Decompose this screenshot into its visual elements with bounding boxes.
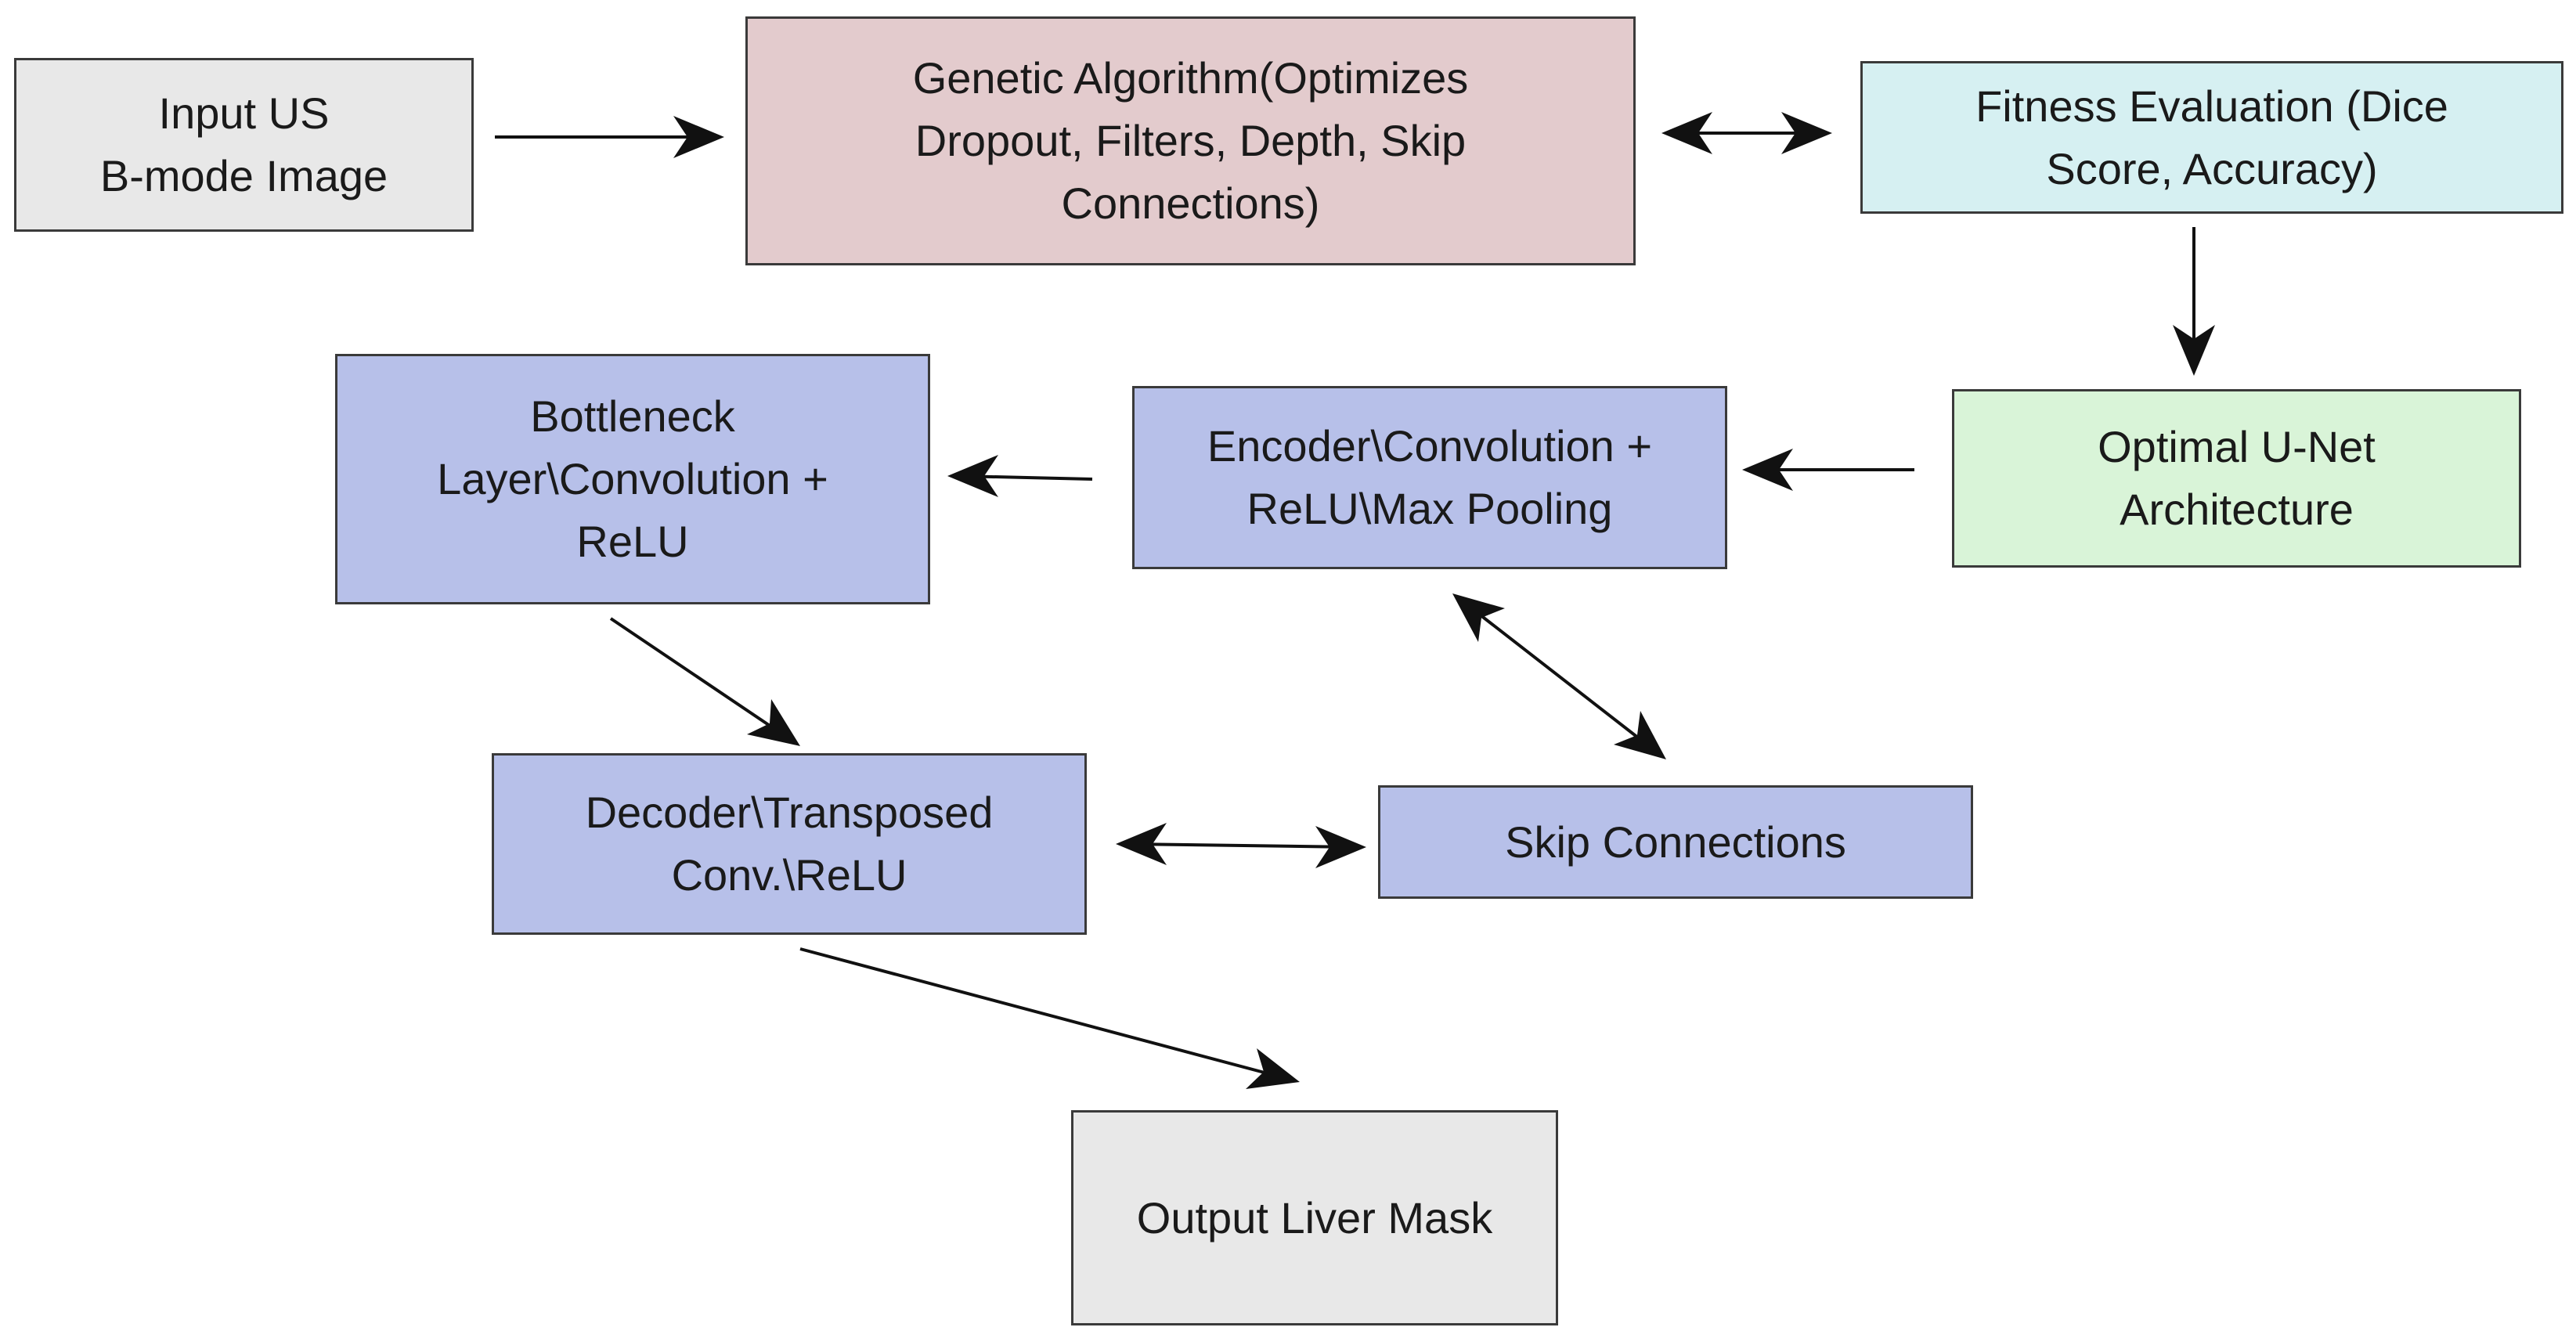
output-liver-mask-node: Output Liver Mask bbox=[1071, 1110, 1558, 1325]
fitness-evaluation-node: Fitness Evaluation (Dice Score, Accuracy… bbox=[1860, 61, 2563, 214]
arrow-optimal-to-encoder bbox=[1742, 449, 1914, 491]
arrowhead-icon bbox=[947, 455, 998, 497]
arrow-decoder-skip-bidirectional bbox=[1116, 823, 1366, 868]
input-image-node: Input US B-mode Image bbox=[14, 58, 474, 232]
genetic-algorithm-label: Genetic Algorithm(Optimizes Dropout, Fil… bbox=[912, 53, 1469, 228]
genetic-algorithm-node: Genetic Algorithm(Optimizes Dropout, Fil… bbox=[745, 16, 1636, 265]
arrowhead-icon bbox=[1315, 826, 1366, 868]
arrowhead-icon bbox=[1781, 112, 1832, 154]
arrowhead-icon bbox=[1614, 711, 1666, 759]
optimal-unet-node: Optimal U-Net Architecture bbox=[1952, 389, 2521, 568]
skip-connections-node: Skip Connections bbox=[1378, 785, 1973, 899]
decoder-node: Decoder\Transposed Conv.\ReLU bbox=[492, 753, 1087, 935]
skip-connections-label: Skip Connections bbox=[1505, 817, 1846, 867]
arrowhead-icon bbox=[1742, 449, 1793, 491]
input-image-label: Input US B-mode Image bbox=[99, 88, 388, 200]
arrow-encoder-skip-bidirectional bbox=[1452, 593, 1666, 759]
arrow-fitness-to-optimal bbox=[2173, 227, 2215, 376]
arrow-encoder-to-bottleneck bbox=[947, 455, 1093, 497]
arrowhead-icon bbox=[747, 699, 800, 746]
arrow-genetic-fitness-bidirectional bbox=[1661, 112, 1832, 154]
arrow-bottleneck-to-decoder bbox=[609, 617, 800, 746]
output-liver-mask-label: Output Liver Mask bbox=[1136, 1192, 1493, 1242]
arrow-decoder-to-output bbox=[799, 947, 1300, 1089]
decoder-label: Decoder\Transposed Conv.\ReLU bbox=[585, 788, 994, 900]
arrowhead-icon bbox=[1246, 1048, 1300, 1089]
bottleneck-label: Bottleneck Layer\Convolution + ReLU bbox=[437, 391, 828, 566]
arrow-input-to-genetic bbox=[495, 116, 724, 158]
arrowhead-icon bbox=[2173, 325, 2215, 376]
fitness-evaluation-label: Fitness Evaluation (Dice Score, Accuracy… bbox=[1975, 81, 2448, 193]
bottleneck-node: Bottleneck Layer\Convolution + ReLU bbox=[335, 354, 930, 604]
arrowhead-icon bbox=[1116, 823, 1167, 865]
encoder-label: Encoder\Convolution + ReLU\Max Pooling bbox=[1207, 421, 1653, 533]
optimal-unet-label: Optimal U-Net Architecture bbox=[2098, 422, 2376, 534]
arrowhead-icon bbox=[1452, 593, 1505, 642]
encoder-node: Encoder\Convolution + ReLU\Max Pooling bbox=[1132, 386, 1727, 569]
arrowhead-icon bbox=[1661, 112, 1712, 154]
arrowhead-icon bbox=[673, 116, 724, 158]
